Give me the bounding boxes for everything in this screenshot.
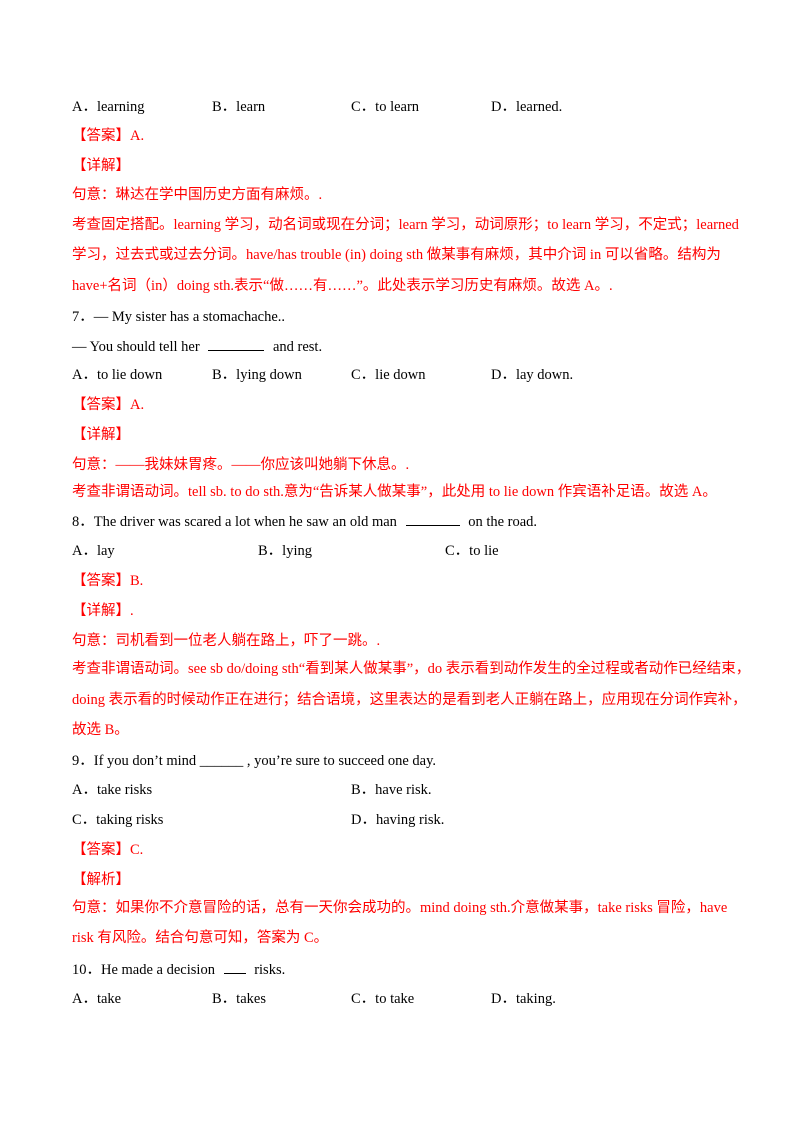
q6-explanation-2: 学习，过去式或过去分词。have/has trouble (in) doing … xyxy=(72,247,721,263)
q6-meaning: 句意：琳达在学中国历史方面有麻烦。. xyxy=(72,187,323,203)
q7-blank xyxy=(208,336,265,351)
q7-answer: 【答案】A. xyxy=(72,397,145,413)
q6-explanation-1: 考查固定搭配。learning 学习，动名词或现在分词；learn 学习，动词原… xyxy=(72,217,739,233)
q7-explanation-1: 考查非谓语动词。tell sb. to do sth.意为“告诉某人做某事”，此… xyxy=(72,484,717,500)
q6-option-b: B．learn xyxy=(212,99,266,115)
q10-stem-pre: 10．He made a decision xyxy=(72,962,215,978)
q8-stem-pre: 8．The driver was scared a lot when he sa… xyxy=(72,514,397,530)
q7-stem-2: — You should tell her and rest. xyxy=(72,336,322,357)
q9-detail-label: 【解析】 xyxy=(72,872,130,888)
q10-option-c: C．to take xyxy=(351,991,415,1007)
q9-option-c: C．taking risks xyxy=(72,812,164,828)
q9-option-a: A．take risks xyxy=(72,782,153,798)
q10-option-a: A．take xyxy=(72,991,122,1007)
q8-stem: 8．The driver was scared a lot when he sa… xyxy=(72,511,537,532)
q10-option-d: D．taking. xyxy=(491,991,556,1007)
q8-option-b: B．lying xyxy=(258,543,312,559)
q8-stem-post: on the road. xyxy=(468,514,538,530)
q6-option-a: A．learning xyxy=(72,99,145,115)
q9-explanation-1: 句意：如果你不介意冒险的话，总有一天你会成功的。mind doing sth.介… xyxy=(72,900,728,916)
q7-stem-2-post: and rest. xyxy=(272,339,323,355)
q10-stem-post: risks. xyxy=(254,962,286,978)
q8-explanation-3: 故选 B。 xyxy=(72,722,129,738)
q7-option-d: D．lay down. xyxy=(491,367,574,383)
q7-option-a: A．to lie down xyxy=(72,367,163,383)
q7-detail-label: 【详解】 xyxy=(72,427,130,443)
q8-meaning: 句意：司机看到一位老人躺在路上，吓了一跳。. xyxy=(72,633,381,649)
q10-stem: 10．He made a decision risks. xyxy=(72,959,285,980)
q6-option-d: D．learned. xyxy=(491,99,563,115)
q7-stem-2-pre: — You should tell her xyxy=(72,339,200,355)
q6-explanation-3: have+名词（in）doing sth.表示“做……有……”。此处表示学习历史… xyxy=(72,278,613,294)
q7-option-b: B．lying down xyxy=(212,367,302,383)
q8-option-c: C．to lie xyxy=(445,543,499,559)
q9-option-d: D．having risk. xyxy=(351,812,445,828)
q7-meaning: 句意：——我妹妹胃疼。——你应该叫她躺下休息。. xyxy=(72,457,410,473)
q10-option-b: B．takes xyxy=(212,991,266,1007)
q8-detail-label: 【详解】. xyxy=(72,603,134,619)
q8-option-a: A．lay xyxy=(72,543,115,559)
q7-stem-1: 7．— My sister has a stomachache.. xyxy=(72,309,286,325)
q6-detail-label: 【详解】 xyxy=(72,158,130,174)
q9-answer: 【答案】C. xyxy=(72,842,144,858)
q7-option-c: C．lie down xyxy=(351,367,426,383)
q10-blank xyxy=(223,959,246,974)
q9-explanation-2: risk 有风险。结合句意可知，答案为 C。 xyxy=(72,930,329,946)
q9-option-b: B．have risk. xyxy=(351,782,432,798)
q8-explanation-1: 考查非谓语动词。see sb do/doing sth“看到某人做某事”，do … xyxy=(72,661,751,677)
q9-stem: 9．If you don’t mind ______ , you’re sure… xyxy=(72,753,437,769)
q6-option-c: C．to learn xyxy=(351,99,420,115)
q6-answer: 【答案】A. xyxy=(72,128,145,144)
q8-answer: 【答案】B. xyxy=(72,573,144,589)
q8-explanation-2: doing 表示看的时候动作正在进行；结合语境，这里表达的是看到老人正躺在路上，… xyxy=(72,692,747,708)
q8-blank xyxy=(405,511,460,526)
